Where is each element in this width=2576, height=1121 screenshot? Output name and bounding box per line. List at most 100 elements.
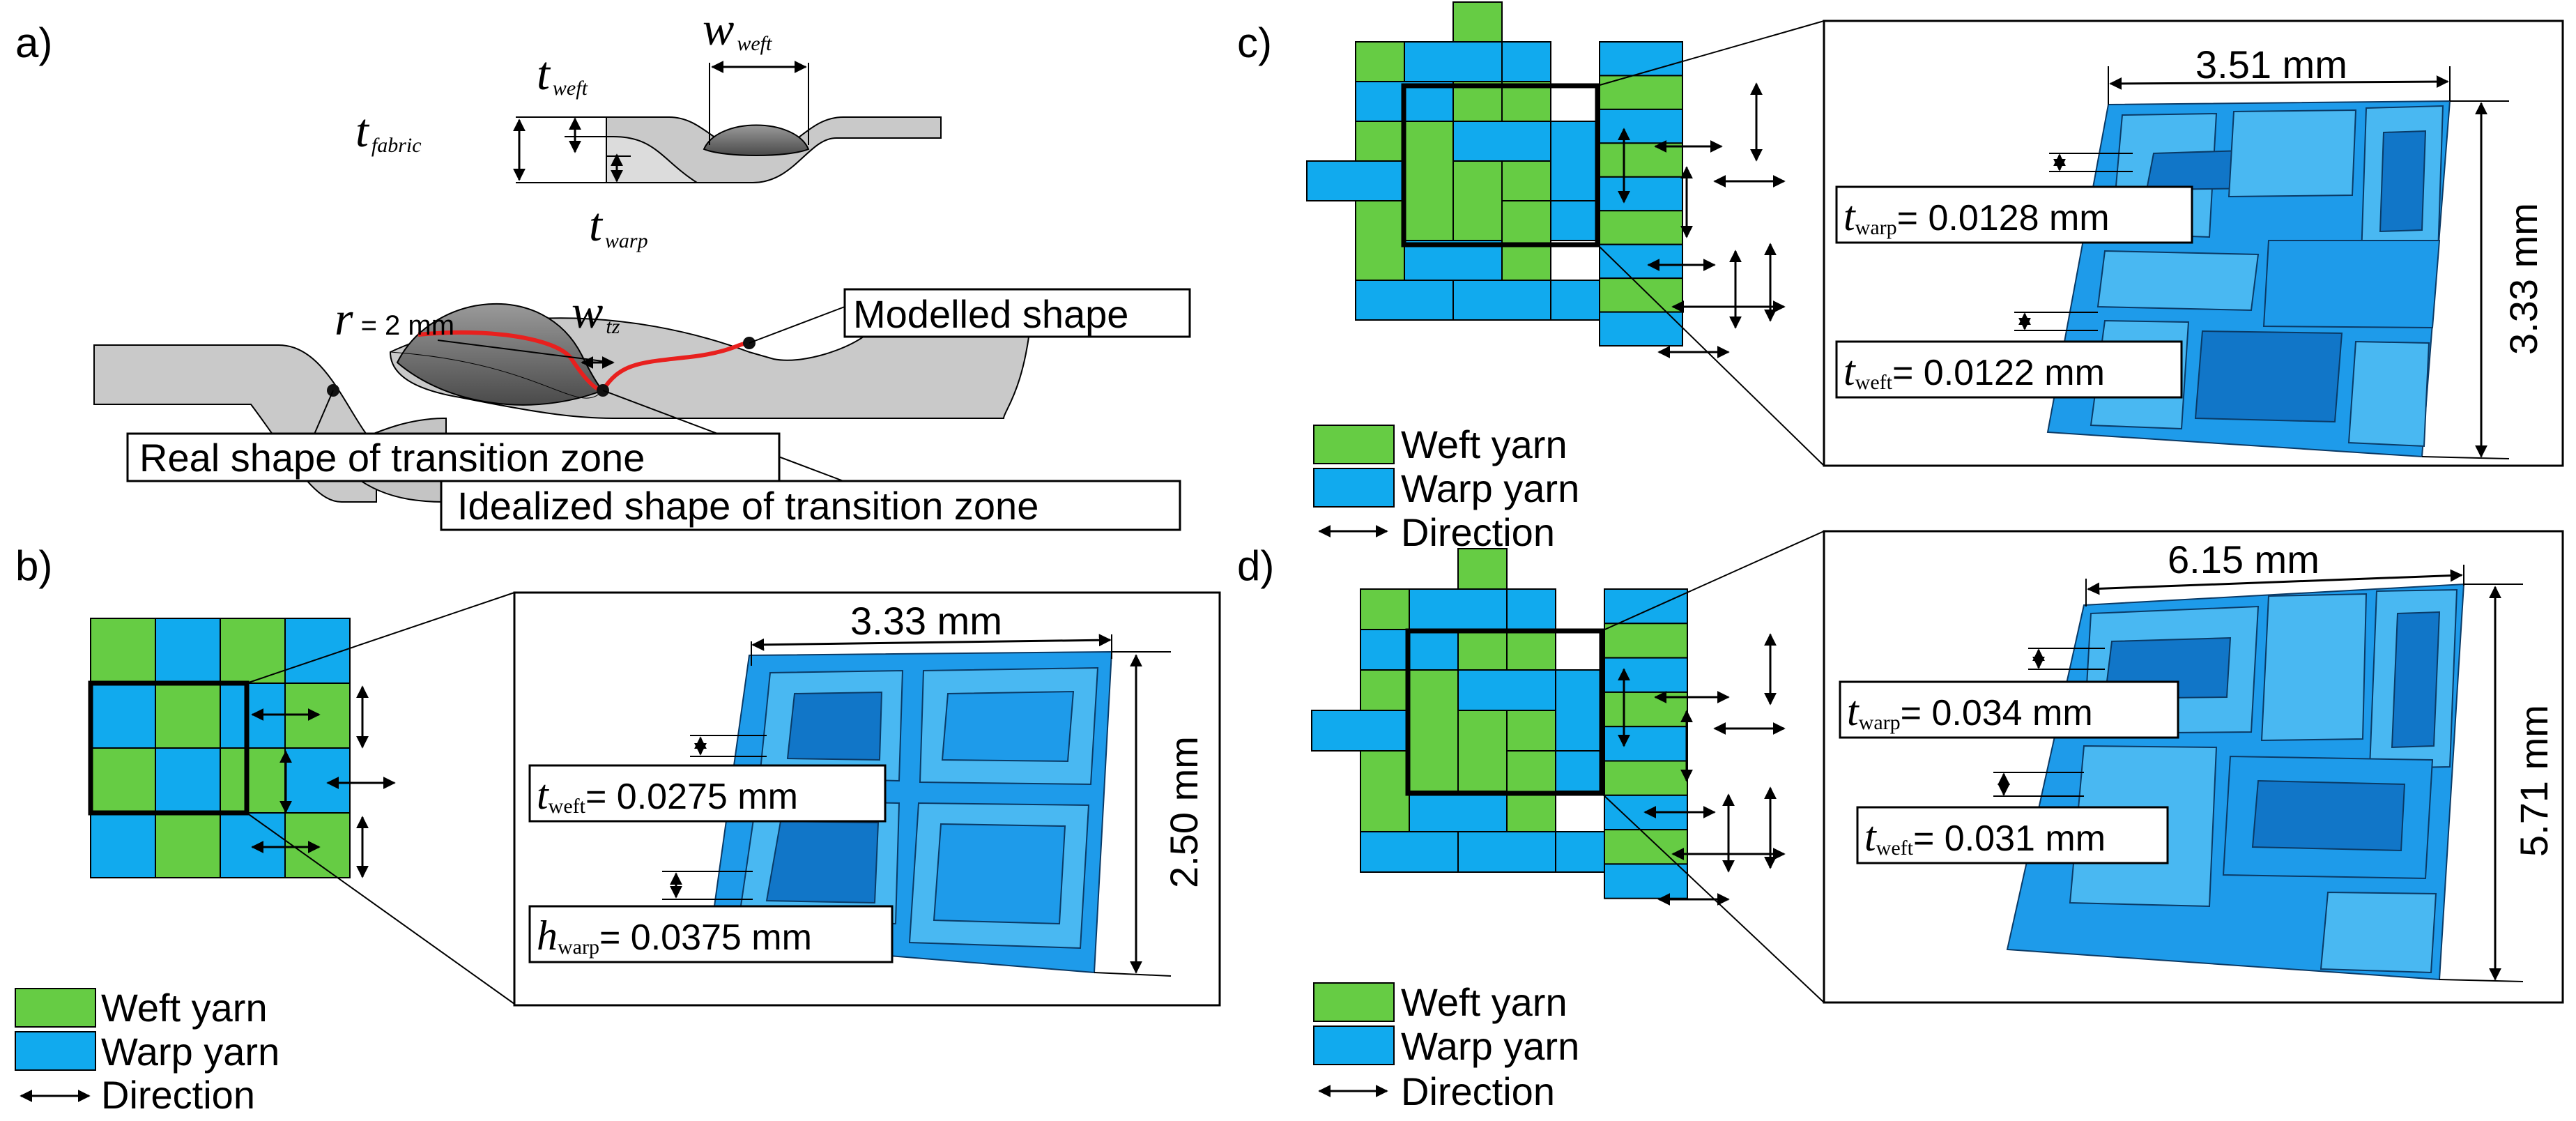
warp-yarn [1555, 750, 1605, 792]
weft-cell [155, 812, 221, 878]
warp-cell [90, 812, 156, 878]
legend-warp-label: Warp yarn [1401, 466, 1579, 510]
weft-yarn [1404, 121, 1454, 241]
twill-weave-pattern [1306, 1, 1683, 347]
warp-yarn [1604, 863, 1688, 899]
unit-cell-outline [1405, 628, 1604, 796]
panel-b-3d-model [708, 650, 1113, 974]
panel-c-t1-box [1835, 185, 2193, 244]
warp-yarn [1599, 41, 1683, 77]
warp-yarn [1452, 280, 1551, 321]
panel-c-legend: Weft yarn Warp yarn Direction [1313, 422, 1579, 554]
legend-weft-swatch [1313, 425, 1395, 464]
panel-d: d) 6.15 mm 5.71 mm [1237, 530, 2564, 1113]
panel-b-legend: Weft yarn Warp yarn Direction [15, 986, 279, 1117]
legend-weft-label: Weft yarn [1401, 980, 1567, 1024]
warp-cell [155, 747, 221, 814]
warp-cell [155, 618, 221, 684]
panel-c-t2-label: tweft= 0.0122 mm [1843, 348, 2105, 394]
panel-c-3d-model [2046, 100, 2451, 458]
weft-cell [155, 682, 221, 749]
panel-b-t2-label: hwarp= 0.0375 mm [537, 913, 812, 959]
warp-yarn [1457, 669, 1556, 711]
panel-b-height: 2.50 mm [1162, 736, 1206, 888]
panel-c-width: 3.51 mm [2195, 43, 2347, 86]
weft-cell [90, 747, 156, 814]
legend-weft-label: Weft yarn [1401, 422, 1567, 466]
legend-weft-swatch [1313, 982, 1395, 1022]
panel-c-label: c) [1237, 20, 1272, 66]
warp-yarn [1409, 791, 1508, 832]
legend-weft-swatch [15, 988, 96, 1028]
weft-yarn [1599, 142, 1683, 178]
r-label: r = 2 mm [335, 292, 454, 345]
direction-arrows [1618, 633, 1786, 906]
panel-d-label: d) [1237, 542, 1274, 589]
modelled-shape-box [843, 288, 1191, 338]
real-shape-box [126, 432, 781, 482]
warp-yarn [1599, 243, 1683, 280]
panel-a-label: a) [15, 20, 52, 66]
legend-direction-label: Direction [1401, 510, 1555, 554]
weft-cell [220, 747, 286, 814]
legend-weft-label: Weft yarn [101, 986, 268, 1030]
legend-warp-swatch [1313, 468, 1395, 508]
warp-yarn [1311, 710, 1410, 752]
warp-yarn [1501, 41, 1551, 82]
warp-yarn [1604, 726, 1688, 762]
unit-cell-outline [1401, 83, 1600, 247]
panel-d-t1-box [1839, 680, 2179, 739]
legend-warp-label: Warp yarn [101, 1030, 279, 1074]
warp-cell [220, 812, 286, 878]
panel-d-3d-model [2006, 583, 2465, 981]
legend-warp-swatch [15, 1031, 96, 1071]
weft-cell [90, 618, 156, 684]
warp-yarn [1550, 200, 1600, 241]
weft-cell [284, 812, 351, 878]
satin-weave-pattern [1311, 548, 1688, 899]
warp-yarn [1599, 176, 1683, 212]
weft-yarn [1599, 210, 1683, 245]
legend-warp-label: Warp yarn [1401, 1024, 1579, 1068]
warp-yarn [1355, 280, 1454, 321]
warp-yarn [1506, 588, 1556, 630]
panel-d-height: 5.71 mm [2512, 705, 2556, 857]
legend-direction-label: Direction [1401, 1069, 1555, 1113]
warp-yarn [1452, 121, 1551, 162]
warp-yarn [1404, 41, 1503, 82]
weft-yarn [1409, 669, 1459, 792]
panel-d-t2-box [1856, 806, 2169, 864]
unit-cell-outline [88, 680, 250, 816]
panel-b-t1-box [528, 764, 887, 823]
panel-b-t1-label: tweft= 0.0275 mm [537, 772, 798, 818]
warp-yarn [1555, 831, 1605, 873]
weft-cell [220, 618, 286, 684]
warp-yarn [1409, 588, 1508, 630]
panel-d-legend: Weft yarn Warp yarn Direction [1313, 980, 1579, 1113]
warp-yarn [1360, 831, 1459, 873]
warp-cell [90, 682, 156, 749]
panel-d-width: 6.15 mm [2168, 537, 2320, 581]
weft-yarn [1604, 760, 1688, 796]
weft-yarn [1599, 75, 1683, 110]
warp-yarn [1550, 280, 1600, 321]
legend-warp-swatch [1313, 1025, 1395, 1065]
panel-c-t2-box [1835, 340, 2183, 399]
panel-d-t1-label: twarp= 0.034 mm [1847, 688, 2093, 734]
weft-yarn [1599, 277, 1683, 313]
panel-b-width: 3.33 mm [850, 599, 1002, 643]
warp-yarn [1457, 831, 1556, 873]
panel-c: c) 3.51 mm 3.33 mm [1237, 1, 2564, 554]
warp-yarn [1599, 108, 1683, 144]
warp-cell [284, 618, 351, 684]
warp-yarn [1306, 160, 1405, 201]
panel-c-height: 3.33 mm [2501, 203, 2545, 355]
idealized-shape-label: Idealized shape of transition zone [457, 484, 1038, 528]
warp-yarn [1604, 588, 1688, 625]
